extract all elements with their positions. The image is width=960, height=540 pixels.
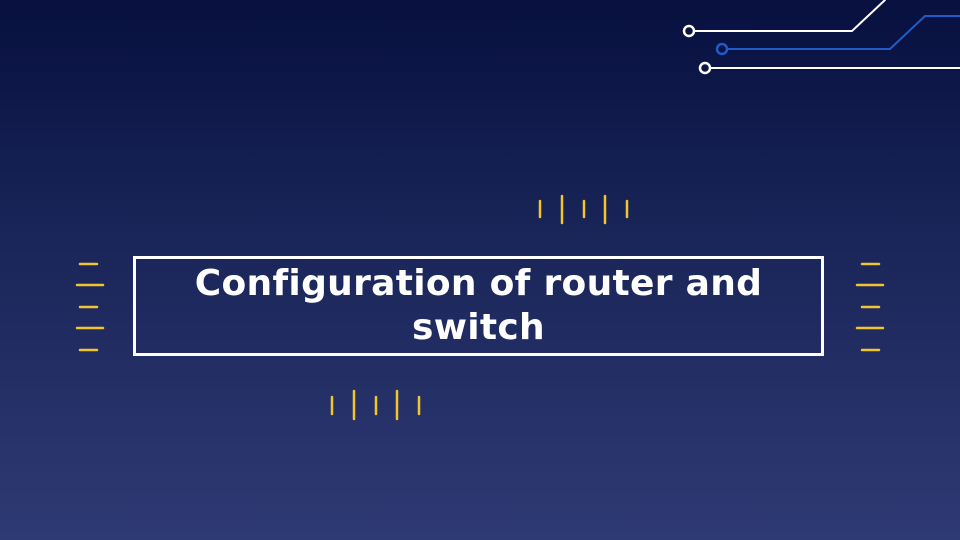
circuit-node-blue xyxy=(715,42,729,56)
circuit-node-white-bottom xyxy=(698,61,712,75)
circuit-line-white-top xyxy=(694,0,886,32)
tick-marks-icon xyxy=(538,194,629,225)
title-frame: Configuration of router and switch xyxy=(133,256,824,356)
tick-marks-icon xyxy=(855,262,885,352)
slide-title: Configuration of router and switch xyxy=(194,263,763,348)
tick-marks-icon xyxy=(330,389,421,421)
circuit-line-blue xyxy=(727,15,960,50)
circuit-lines-icon xyxy=(682,0,960,75)
tick-marks-icon xyxy=(75,262,105,352)
circuit-node-white-top xyxy=(682,24,696,38)
